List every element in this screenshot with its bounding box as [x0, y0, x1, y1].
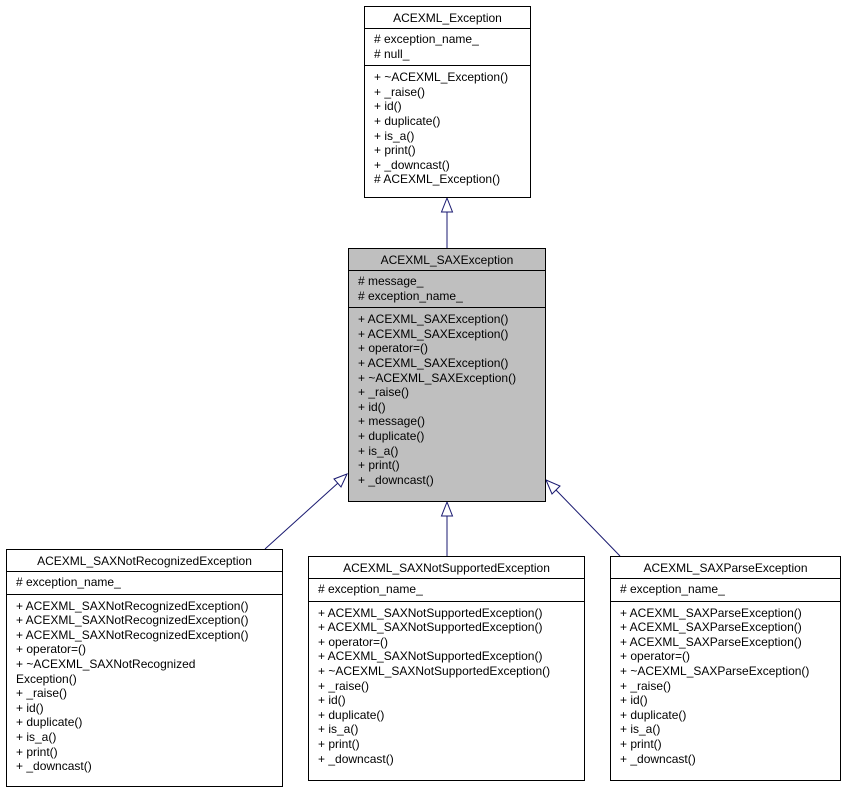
class-box-acexml-saxexception[interactable]: ACEXML_SAXException # message_ # excepti…: [348, 248, 546, 502]
operation: + _downcast(): [374, 157, 450, 172]
operation: + duplicate(): [374, 113, 441, 128]
edge-notrec-to-sax: [264, 473, 348, 550]
operation: + ~ACEXML_SAXException(): [358, 370, 517, 385]
class-name: ACEXML_SAXNotRecognizedException: [7, 550, 282, 572]
class-name: ACEXML_Exception: [365, 7, 530, 29]
operation: + ~ACEXML_Exception(): [374, 70, 509, 85]
operations-section: + ACEXML_SAXNotSupportedException() + AC…: [309, 602, 584, 767]
operation: + ACEXML_SAXException(): [358, 312, 509, 327]
operation: + is_a(): [358, 443, 399, 458]
operation: + _downcast(): [16, 759, 92, 774]
operation: + is_a(): [374, 128, 415, 143]
operation: + _raise(): [318, 678, 370, 693]
operation: + ACEXML_SAXParseException(): [620, 605, 802, 620]
attributes-section: # exception_name_ # null_: [365, 29, 530, 67]
operation: + _raise(): [16, 686, 68, 701]
operation: + ACEXML_SAXNotSupportedException(): [318, 649, 543, 664]
operation: + operator=(): [620, 649, 691, 664]
class-box-acexml-saxnotrecognizedexception[interactable]: ACEXML_SAXNotRecognizedException # excep…: [6, 549, 283, 787]
operation: + id(): [318, 693, 346, 708]
operation: + is_a(): [16, 729, 57, 744]
attribute: # exception_name_: [318, 582, 423, 596]
operation: + id(): [374, 99, 402, 114]
operation: + ~ACEXML_SAXParseException(): [620, 663, 810, 678]
attribute: # exception_name_: [374, 32, 479, 46]
operation: + print(): [620, 736, 662, 751]
class-box-acexml-saxparseexception[interactable]: ACEXML_SAXParseException # exception_nam…: [610, 556, 841, 781]
class-name: ACEXML_SAXException: [349, 249, 545, 271]
attribute: # exception_name_: [358, 288, 463, 303]
operation: + operator=(): [358, 341, 429, 356]
attributes-section: # exception_name_: [309, 579, 584, 602]
attribute: # exception_name_: [620, 582, 725, 596]
operation: + id(): [620, 693, 648, 708]
operation: + ACEXML_SAXNotSupportedException(): [318, 605, 543, 620]
operation: + duplicate(): [358, 428, 425, 443]
operations-section: + ACEXML_SAXException() + ACEXML_SAXExce…: [349, 308, 545, 487]
edge-notsup-to-sax: [440, 500, 454, 556]
operation: + is_a(): [318, 722, 359, 737]
operation: + ~ACEXML_SAXNotSupportedException(): [318, 663, 551, 678]
operation: + ACEXML_SAXException(): [358, 326, 509, 341]
operation: + is_a(): [620, 722, 661, 737]
operation: + _downcast(): [358, 472, 434, 487]
edge-parse-to-sax: [545, 479, 621, 557]
operations-section: + ACEXML_SAXParseException() + ACEXML_SA…: [611, 602, 840, 767]
operation: + duplicate(): [16, 715, 83, 730]
operation: + ACEXML_SAXException(): [358, 355, 509, 370]
operation: + operator=(): [318, 634, 389, 649]
operation: + duplicate(): [620, 707, 687, 722]
attribute: # exception_name_: [16, 575, 121, 589]
operation: + id(): [16, 700, 44, 715]
operations-section: + ~ACEXML_Exception() + _raise() + id() …: [365, 66, 530, 187]
operation: + duplicate(): [318, 707, 385, 722]
class-box-acexml-saxnotsupportedexception[interactable]: ACEXML_SAXNotSupportedException # except…: [308, 556, 585, 781]
operation: + ACEXML_SAXParseException(): [620, 634, 802, 649]
attributes-section: # message_ # exception_name_: [349, 271, 545, 309]
attributes-section: # exception_name_: [611, 579, 840, 602]
operation: + ACEXML_SAXNotRecognizedException(): [16, 627, 249, 642]
operation: # ACEXML_Exception(): [374, 172, 501, 187]
class-name: ACEXML_SAXNotSupportedException: [309, 557, 584, 579]
operation: + operator=(): [16, 642, 87, 657]
operation: + id(): [358, 399, 386, 414]
operation: + _downcast(): [318, 751, 394, 766]
operation: + ACEXML_SAXNotRecognizedException(): [16, 598, 249, 613]
operation: + print(): [358, 458, 400, 473]
class-box-acexml-exception[interactable]: ACEXML_Exception # exception_name_ # nul…: [364, 6, 531, 198]
attribute: # message_: [358, 274, 424, 288]
operation: + ACEXML_SAXNotRecognizedException(): [16, 613, 249, 628]
attribute: # null_: [374, 46, 410, 61]
class-name: ACEXML_SAXParseException: [611, 557, 840, 579]
operation: + message(): [358, 414, 426, 429]
operation: + _raise(): [374, 84, 426, 99]
operation: + _raise(): [358, 385, 410, 400]
operation: + ~ACEXML_SAXNotRecognized: [16, 656, 196, 671]
operation: + _raise(): [620, 678, 672, 693]
operation: + ACEXML_SAXParseException(): [620, 620, 802, 635]
operations-section: + ACEXML_SAXNotRecognizedException() + A…: [7, 595, 282, 774]
operation: + print(): [374, 143, 416, 158]
operation: + print(): [318, 736, 360, 751]
attributes-section: # exception_name_: [7, 572, 282, 595]
edge-sax-to-root: [440, 196, 454, 248]
operation: Exception(): [16, 671, 77, 686]
operation: + ACEXML_SAXNotSupportedException(): [318, 620, 543, 635]
operation: + print(): [16, 744, 58, 759]
operation: + _downcast(): [620, 751, 696, 766]
